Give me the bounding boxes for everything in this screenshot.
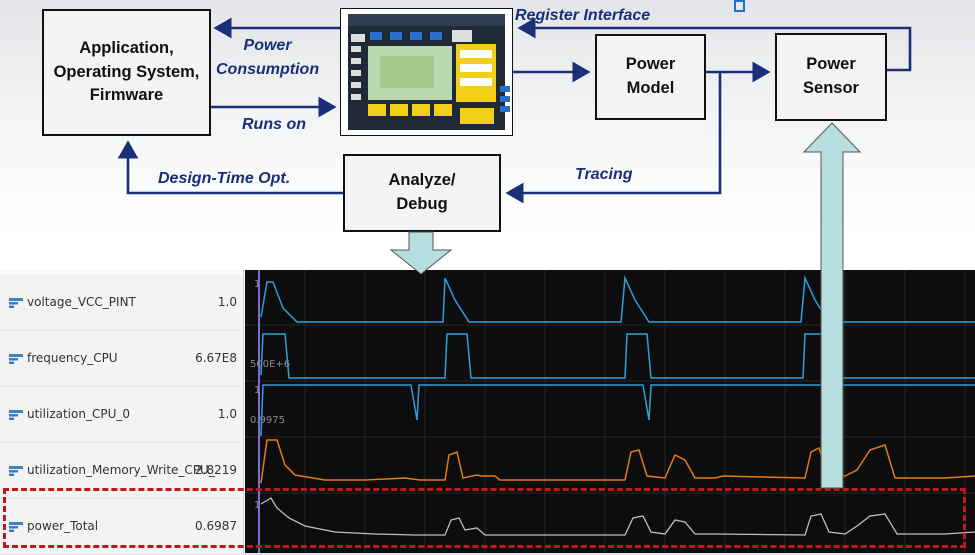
power-axis-label: 1 — [254, 500, 260, 511]
analyze-debug-label: Analyze/ Debug — [388, 171, 456, 213]
power-model-label: Power Model — [625, 55, 676, 97]
utilization-axis-mid: 0.9975 — [250, 415, 285, 426]
signal-icon — [9, 354, 23, 364]
signal-value: 0.6987 — [195, 519, 237, 533]
power-total-highlight — [3, 488, 966, 548]
voltage-axis-label: 1 — [254, 279, 260, 290]
signal-name: power_Total — [27, 519, 99, 533]
application-label: Application, Operating System, Firmware — [53, 38, 200, 105]
corner-marker — [734, 0, 745, 12]
runs-on-label: Runs on — [242, 116, 306, 133]
signal-row-utilization-cpu[interactable]: utilization_CPU_0 1.0 — [0, 387, 243, 443]
signal-value: 1.0 — [217, 407, 237, 421]
design-time-opt-label: Design-Time Opt. — [158, 170, 291, 187]
utilization-memory-waveform — [260, 439, 975, 484]
power-model-block: Power Model — [595, 34, 706, 120]
power-sensor-block: Power Sensor — [775, 33, 887, 121]
power-consumption-label: Power Consumption — [216, 37, 320, 78]
signal-value: 2.8219 — [195, 463, 237, 477]
frequency-axis-label: 500E+6 — [250, 359, 290, 370]
analyze-to-trace-arrow — [389, 231, 453, 275]
signal-name: frequency_CPU — [27, 351, 118, 365]
frequency-waveform — [260, 333, 975, 379]
signal-row-voltage[interactable]: voltage_VCC_PINT 1.0 — [0, 275, 243, 331]
signal-value: 1.0 — [217, 295, 237, 309]
power-total-waveform — [260, 497, 975, 536]
application-block: Application, Operating System, Firmware — [42, 9, 211, 136]
analyze-debug-block: Analyze/ Debug — [343, 154, 501, 232]
register-interface-label: Register Interface — [515, 7, 651, 24]
voltage-waveform — [260, 275, 975, 323]
signal-row-frequency[interactable]: frequency_CPU 6.67E8 — [0, 331, 243, 387]
signal-icon — [9, 466, 23, 476]
utilization-cpu-waveform — [260, 384, 975, 437]
signal-icon — [9, 298, 23, 308]
signal-name: utilization_Memory_Write_CPU_ — [27, 463, 215, 477]
power-sensor-label: Power Sensor — [803, 55, 859, 97]
signal-icon — [9, 522, 23, 532]
platform-schematic-image — [340, 8, 513, 136]
tracing-label: Tracing — [575, 166, 633, 183]
signal-value: 6.67E8 — [195, 351, 237, 365]
utilization-axis-top: 1 — [254, 385, 260, 396]
signal-icon — [9, 410, 23, 420]
signal-name: voltage_VCC_PINT — [27, 295, 136, 309]
signal-name: utilization_CPU_0 — [27, 407, 130, 421]
